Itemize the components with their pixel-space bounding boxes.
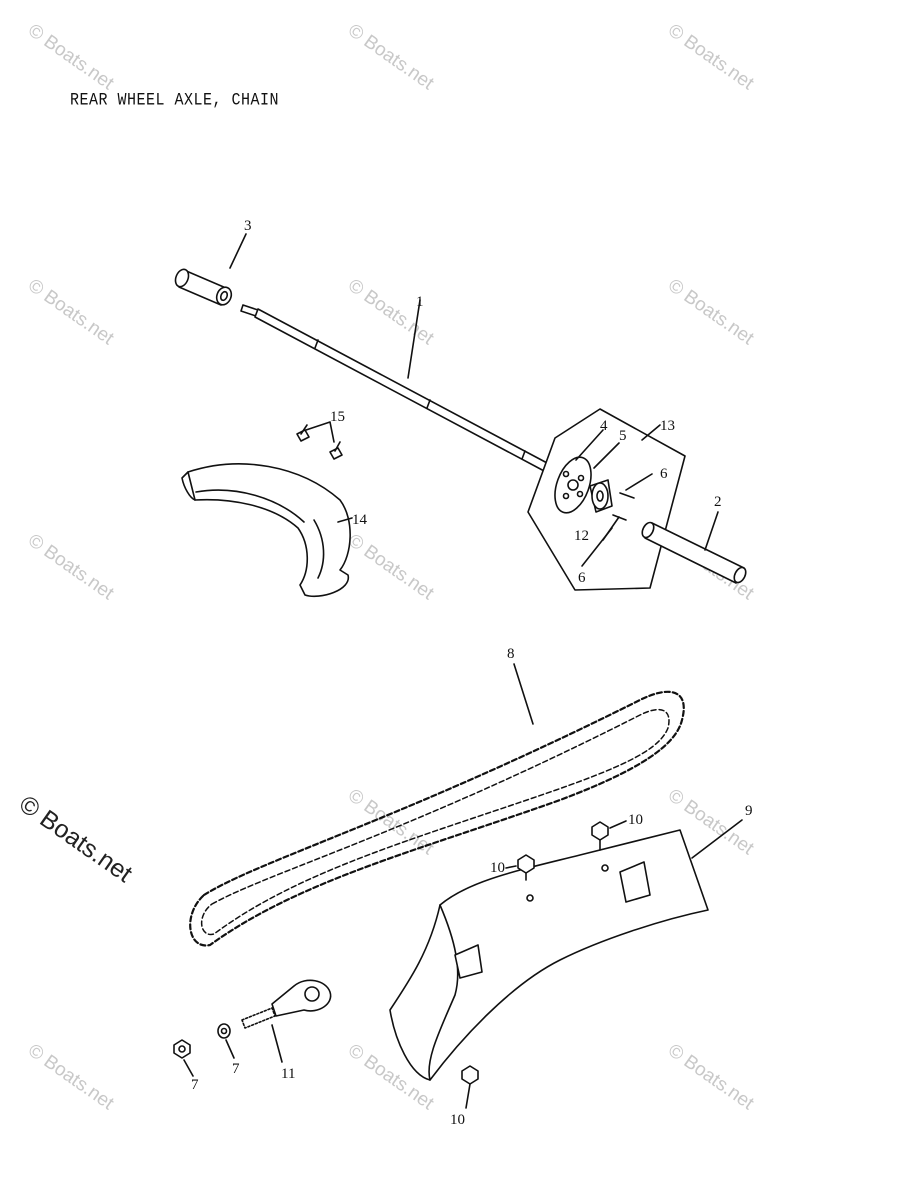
callout-15: 15	[330, 409, 345, 425]
callout-10: 10	[628, 812, 643, 828]
callout-14: 14	[352, 512, 368, 528]
callout-7: 7	[232, 1061, 240, 1077]
callout-11: 11	[281, 1066, 295, 1082]
callout-6: 6	[660, 466, 668, 482]
callout-13: 13	[660, 418, 675, 434]
washer-part	[173, 1023, 235, 1077]
callout-10: 10	[490, 860, 505, 876]
adjuster-part	[241, 979, 332, 1063]
callout-5: 5	[619, 428, 627, 444]
callout-12: 12	[574, 528, 589, 544]
callout-1: 1	[416, 294, 424, 310]
callout-6: 6	[578, 570, 586, 586]
axle-part	[240, 299, 558, 477]
callout-8: 8	[507, 646, 515, 662]
callout-10: 10	[450, 1112, 465, 1128]
pin-part	[641, 511, 747, 584]
callout-9: 9	[745, 803, 753, 819]
callout-2: 2	[714, 494, 722, 510]
callout-3: 3	[244, 218, 252, 234]
nut-part	[461, 820, 627, 1109]
chain-guard-part	[181, 463, 353, 598]
callout-4: 4	[600, 418, 608, 434]
callout-7: 7	[191, 1077, 199, 1093]
bolt-part	[296, 421, 343, 460]
diagram-title: REAR WHEEL AXLE, CHAIN	[70, 90, 280, 111]
chain-cover-part	[389, 819, 743, 1081]
drive-chain-part	[189, 690, 685, 947]
collar-part	[174, 233, 247, 306]
sprocket-assembly-part	[527, 408, 686, 591]
